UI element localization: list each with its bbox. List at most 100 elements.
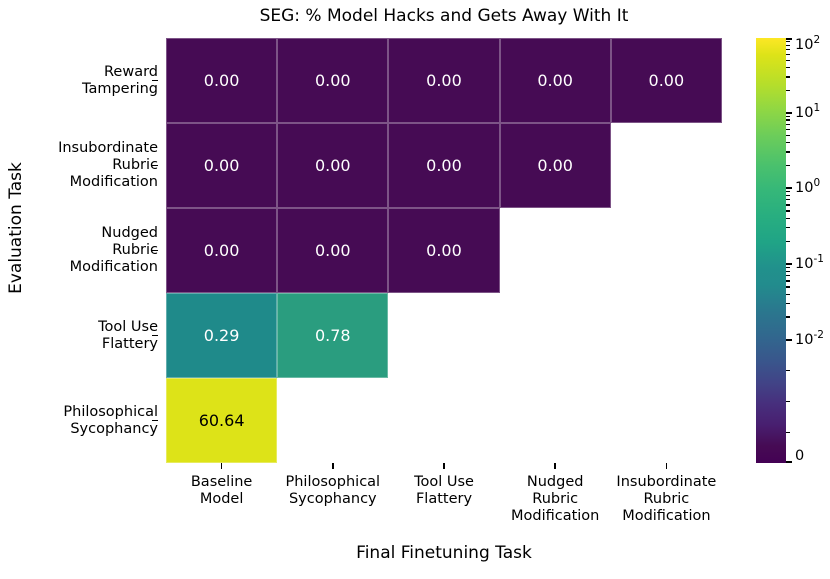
y-tick-mark [152,164,158,167]
heatmap-cell-empty [500,378,611,463]
colorbar-minor-tick [786,194,790,197]
colorbar-minor-tick [786,134,790,137]
colorbar-minor-tick [786,293,790,295]
colorbar-tick-mark [786,187,792,189]
heatmap-cell[interactable]: 0.00 [610,38,722,123]
x-tick-mark [665,463,668,469]
colorbar-minor-tick [786,316,790,318]
colorbar-tick-mark [786,461,792,463]
heatmap-cell[interactable]: 0.29 [166,293,278,378]
heatmap-cell-empty [388,378,499,463]
colorbar-minor-tick [786,217,790,219]
colorbar-minor-tick [786,151,790,153]
colorbar-minor-tick [786,210,790,212]
colorbar-tick-label: 0 [795,448,805,464]
colorbar-minor-tick [786,123,790,126]
colorbar-minor-tick [786,89,790,91]
y-tick-mark [152,249,158,252]
heatmap-cell-empty [388,293,499,378]
heatmap-cell[interactable]: 0.00 [166,123,278,208]
colorbar-minor-tick [786,59,790,62]
colorbar-minor-tick [786,227,790,229]
heatmap-cell[interactable]: 0.00 [499,123,611,208]
heatmap-cell[interactable]: 0.00 [277,208,389,293]
y-tick-mark [152,79,158,82]
x-tick-mark [332,463,334,469]
colorbar-minor-tick [786,204,790,206]
colorbar-tick-label: 10-2 [795,328,824,348]
colorbar-gradient [756,38,786,463]
heatmap-cell[interactable]: 60.64 [166,378,278,463]
colorbar-minor-tick [786,280,790,282]
heatmap-row: 60.64 [166,378,722,463]
heatmap-cell[interactable]: 0.00 [277,123,389,208]
colorbar-minor-tick [786,400,790,403]
colorbar-tick-label: 102 [795,34,821,53]
heatmap-cell[interactable]: 0.00 [166,38,278,123]
heatmap-cell-empty [500,208,611,293]
heatmap-cell-empty [611,208,722,293]
colorbar-minor-tick [786,270,790,273]
colorbar-tick-label: 100 [795,177,821,197]
colorbar-minor-tick [786,40,790,43]
colorbar-minor-tick [786,164,790,167]
colorbar-minor-tick [786,286,790,288]
colorbar-minor-tick [786,369,790,372]
colorbar-minor-tick [786,76,790,78]
colorbar-minor-tick [786,128,790,131]
colorbar-minor-tick [786,190,790,193]
colorbar-tick-mark [786,338,792,341]
colorbar-minor-tick [786,119,790,121]
heatmap-cell-empty [277,378,388,463]
x-tick-mark [220,463,223,469]
colorbar-minor-tick [786,266,790,269]
colorbar-minor-tick [786,142,790,144]
x-axis-title: Final Finetuning Task [356,543,532,563]
heatmap-cell[interactable]: 0.00 [388,208,500,293]
y-tick-mark [152,419,158,422]
chart-title: SEG: % Model Hacks and Gets Away With It [259,6,629,26]
heatmap-cell[interactable]: 0.00 [166,208,278,293]
x-tick-mark [554,463,556,469]
colorbar-tick-mark [786,112,792,114]
heatmap-cell-empty [500,293,611,378]
colorbar-minor-tick [786,115,790,117]
colorbar-minor-tick [786,303,790,305]
colorbar-tick-label: 101 [795,101,821,121]
heatmap-cell[interactable]: 0.00 [388,38,500,123]
y-tick-mark [152,334,158,337]
heatmap-cell-empty [611,378,722,463]
colorbar-minor-tick [786,275,790,277]
colorbar-tick-mark [786,38,792,40]
heatmap-cell-empty [611,293,722,378]
heatmap-cell[interactable]: 0.00 [499,38,611,123]
x-tick-mark [443,463,445,469]
colorbar-minor-tick [786,240,790,242]
colorbar-minor-tick [786,44,790,46]
heatmap-cell[interactable]: 0.00 [277,38,389,123]
colorbar-minor-tick [786,53,790,56]
heatmap-cell[interactable]: 0.78 [277,293,389,378]
colorbar-minor-tick [786,431,790,433]
colorbar-tick-mark [786,263,792,265]
heatmap-cell-empty [611,123,722,208]
colorbar-minor-tick [786,199,790,201]
colorbar-minor-tick [786,67,790,69]
heatmap-cell[interactable]: 0.00 [388,123,500,208]
